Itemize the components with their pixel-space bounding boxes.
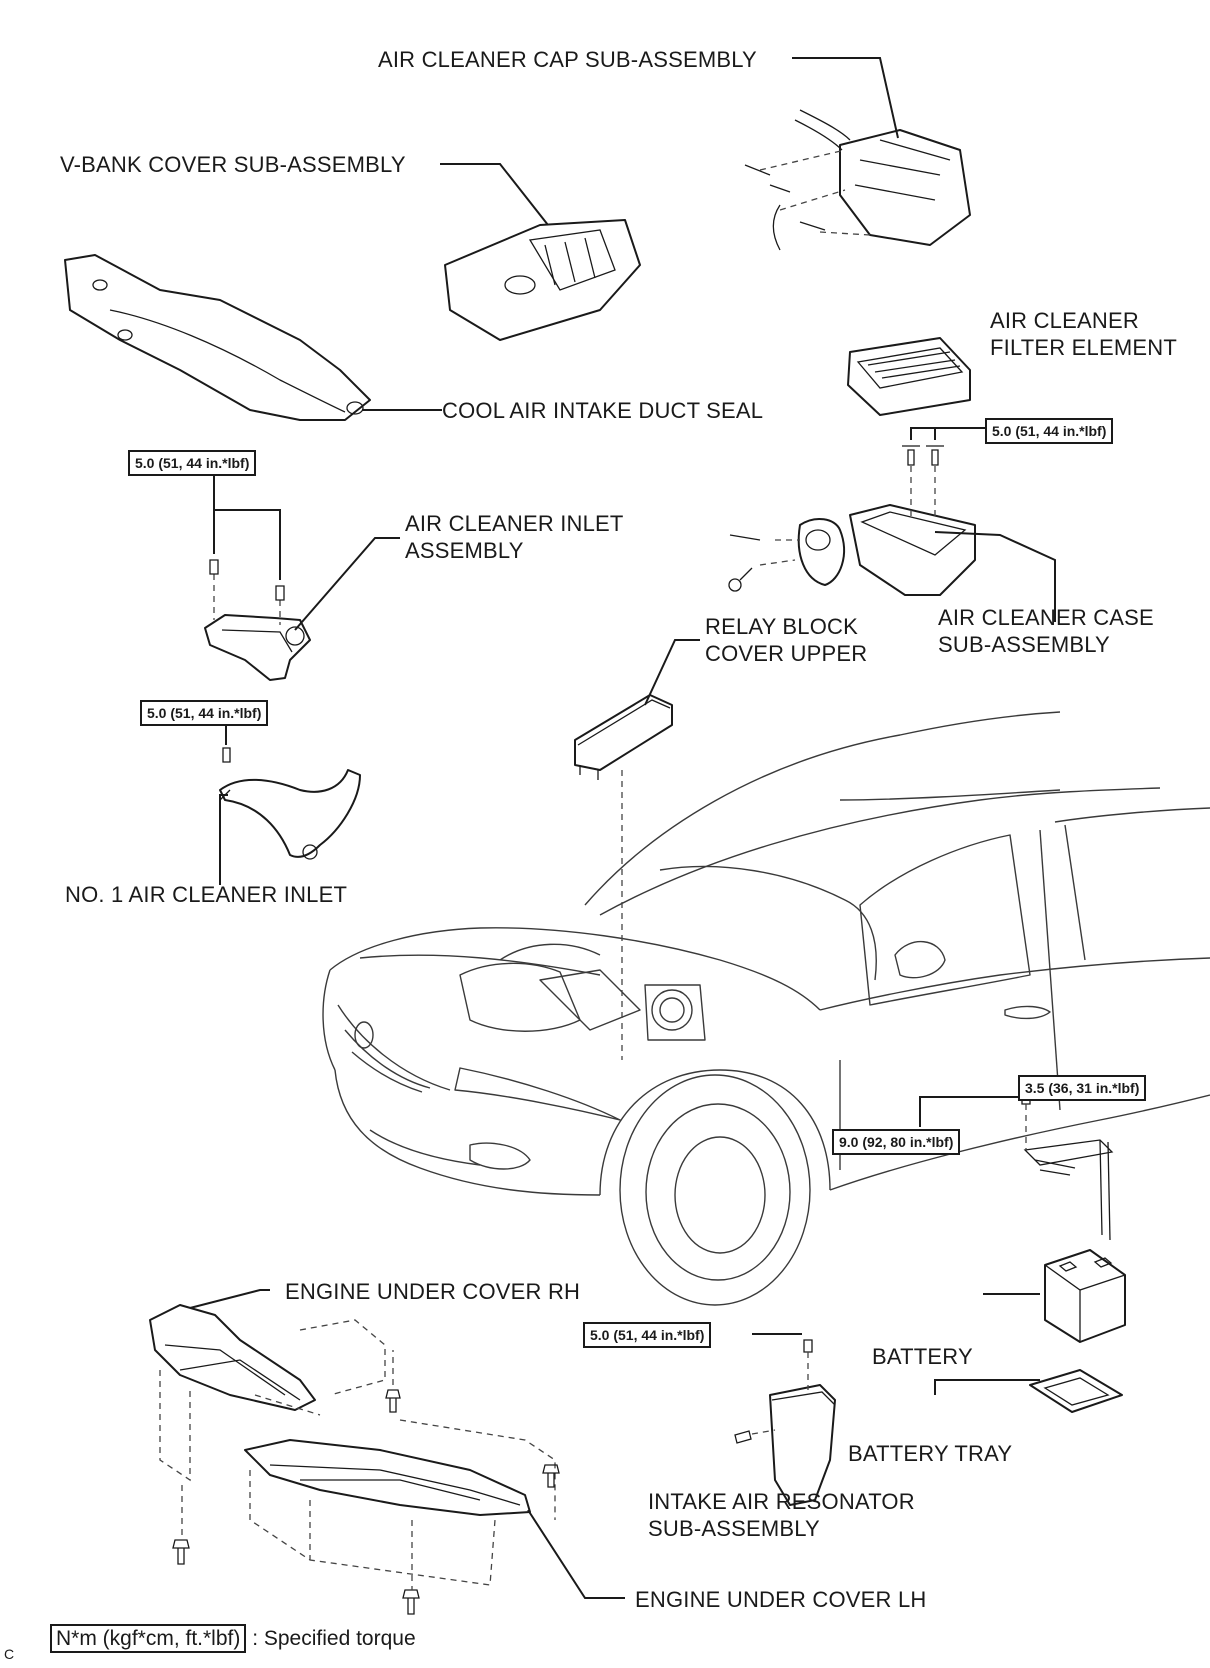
engine-bay-sketch [459, 943, 706, 1041]
relay-block-cover-upper-part [574, 694, 673, 780]
label-engine-under-cover-lh: ENGINE UNDER COVER LH [635, 1587, 927, 1612]
label-resonator-line1: INTAKE AIR RESONATOR [648, 1489, 915, 1514]
intake-air-resonator-part [734, 1339, 836, 1506]
label-resonator-line2: SUB-ASSEMBLY [648, 1516, 820, 1541]
label-filter-element-line2: FILTER ELEMENT [990, 335, 1177, 360]
torque-no1-inlet: 5.0 (51, 44 in.*lbf) [140, 700, 269, 726]
label-air-cleaner-cap: AIR CLEANER CAP SUB-ASSEMBLY [378, 47, 757, 72]
torque-legend: N*m (kgf*cm, ft.*lbf) : Specified torque [50, 1624, 416, 1653]
label-relay-block-line2: COVER UPPER [705, 641, 868, 666]
no1-air-cleaner-inlet-part [219, 747, 361, 860]
label-battery-tray: BATTERY TRAY [848, 1441, 1013, 1466]
engine-under-cover-lh-part [244, 1419, 560, 1615]
battery-clamp-part [1021, 1089, 1114, 1241]
torque-case-bolts: 5.0 (51, 44 in.*lbf) [985, 418, 1114, 444]
label-inlet-assembly-line2: ASSEMBLY [405, 538, 524, 563]
figure-code: C [4, 1646, 15, 1662]
label-filter-element-line1: AIR CLEANER [990, 308, 1139, 333]
torque-battery-clamp: 3.5 (36, 31 in.*lbf) [1018, 1075, 1147, 1101]
label-relay-block-line1: RELAY BLOCK [705, 614, 859, 639]
torque-battery-clamp-nut: 9.0 (92, 80 in.*lbf) [832, 1129, 961, 1155]
legend-unit-box: N*m (kgf*cm, ft.*lbf) [50, 1624, 247, 1653]
label-v-bank-cover: V-BANK COVER SUB-ASSEMBLY [60, 152, 406, 177]
car-body-outline [322, 711, 1210, 1306]
label-inlet-assembly-line1: AIR CLEANER INLET [405, 511, 624, 536]
air-cleaner-case-part [728, 504, 976, 596]
case-bolts [902, 445, 944, 520]
cool-air-intake-duct-seal-part [64, 254, 371, 421]
label-battery: BATTERY [872, 1344, 973, 1369]
battery-tray-part [1029, 1369, 1123, 1413]
battery-part [1044, 1249, 1126, 1343]
legend-description: : Specified torque [252, 1627, 416, 1650]
engine-under-cover-rh-part [149, 1304, 401, 1565]
torque-resonator: 5.0 (51, 44 in.*lbf) [583, 1322, 712, 1348]
label-case-sub-line2: SUB-ASSEMBLY [938, 632, 1110, 657]
air-cleaner-filter-element-part [847, 337, 971, 416]
label-no1-air-cleaner-inlet: NO. 1 AIR CLEANER INLET [65, 882, 348, 907]
air-cleaner-cap-part [744, 109, 971, 251]
label-engine-under-cover-rh: ENGINE UNDER COVER RH [285, 1279, 581, 1304]
air-cleaner-inlet-assembly-part [204, 559, 311, 681]
torque-inlet-assembly: 5.0 (51, 44 in.*lbf) [128, 450, 257, 476]
label-case-sub-line1: AIR CLEANER CASE [938, 605, 1154, 630]
v-bank-cover-part [444, 219, 641, 341]
label-cool-air-intake-duct-seal: COOL AIR INTAKE DUCT SEAL [442, 398, 764, 423]
